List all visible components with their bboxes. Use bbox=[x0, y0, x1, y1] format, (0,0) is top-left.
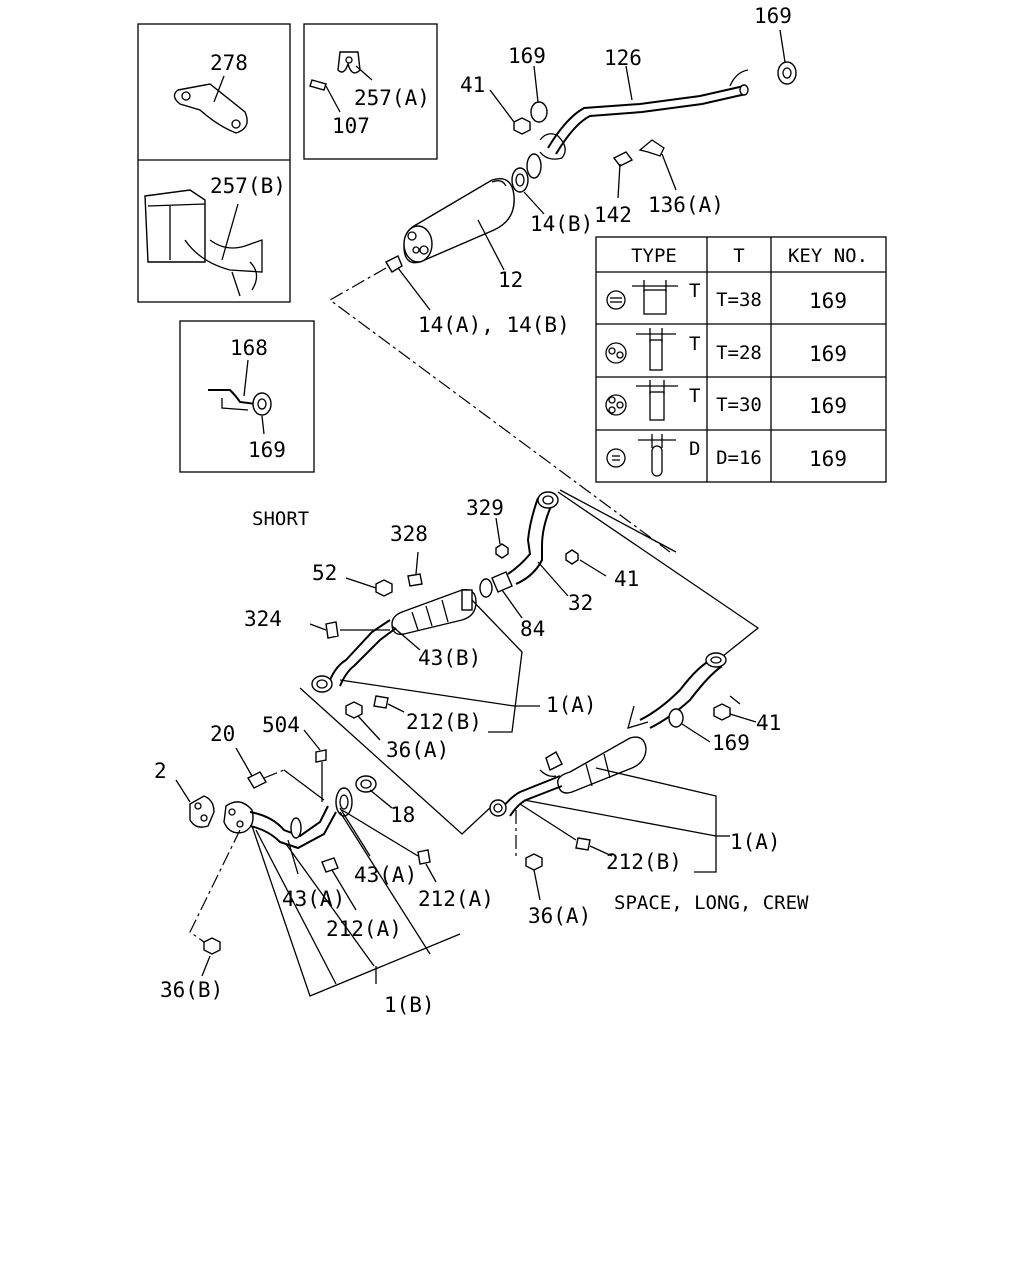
row3-key: 169 bbox=[809, 394, 847, 418]
label-169-inset: 169 bbox=[248, 438, 286, 462]
silencer-short-shape bbox=[391, 589, 477, 635]
label-329: 329 bbox=[466, 496, 504, 520]
row1-key: 169 bbox=[809, 289, 847, 313]
inset-box-gasket-bracket bbox=[137, 23, 291, 303]
label-20: 20 bbox=[210, 722, 235, 746]
label-126: 126 bbox=[604, 46, 642, 70]
label-142: 142 bbox=[594, 203, 632, 227]
long-assembly bbox=[489, 652, 757, 901]
clamp-136a-shape bbox=[638, 139, 665, 157]
label-136a: 136(A) bbox=[648, 193, 724, 217]
label-32: 32 bbox=[568, 591, 593, 615]
label-324: 324 bbox=[244, 607, 282, 631]
label-14ab: 14(A), 14(B) bbox=[418, 313, 570, 337]
label-212a-left: 212(A) bbox=[326, 917, 402, 941]
label-43b: 43(B) bbox=[418, 646, 481, 670]
rubber-type-2-icon bbox=[605, 328, 676, 371]
row2-key: 169 bbox=[809, 342, 847, 366]
label-36b: 36(B) bbox=[160, 978, 223, 1002]
label-36a-short: 36(A) bbox=[386, 738, 449, 762]
gasket-2-shape bbox=[189, 795, 215, 828]
label-2: 2 bbox=[154, 759, 167, 783]
row3-dim: T bbox=[689, 385, 700, 407]
table-header-type: TYPE bbox=[631, 245, 677, 267]
row4-key: 169 bbox=[809, 447, 847, 471]
rubber-spec-table: TYPE T KEY NO. T T T D T=38 T=28 bbox=[595, 236, 887, 483]
label-43a-left: 43(A) bbox=[282, 887, 345, 911]
part-labels: 278 257(B) 257(A) 107 168 169 169 169 12… bbox=[154, 4, 809, 1017]
label-1a-short: 1(A) bbox=[546, 693, 597, 717]
label-41-short: 41 bbox=[614, 567, 639, 591]
label-14b: 14(B) bbox=[530, 212, 593, 236]
row4-value: D=16 bbox=[716, 447, 762, 469]
label-212b-short: 212(B) bbox=[406, 710, 482, 734]
row1-value: T=38 bbox=[716, 289, 762, 311]
assembly-connection-lines bbox=[299, 267, 760, 835]
label-212a-right: 212(A) bbox=[418, 887, 494, 911]
rubber-169-inset-shape bbox=[252, 392, 272, 416]
label-12: 12 bbox=[498, 268, 523, 292]
gasket-278-shape bbox=[173, 83, 248, 134]
label-52: 52 bbox=[312, 561, 337, 585]
label-1b: 1(B) bbox=[384, 993, 435, 1017]
label-278: 278 bbox=[210, 51, 248, 75]
tail-pipe-assembly bbox=[385, 29, 797, 311]
bolt-142-shape bbox=[612, 151, 634, 167]
label-18: 18 bbox=[390, 803, 415, 827]
rubber-type-4-icon bbox=[606, 434, 676, 477]
label-1a-long: 1(A) bbox=[730, 830, 781, 854]
table-header-key-no: KEY NO. bbox=[788, 245, 868, 267]
rubber-169-top-shape bbox=[777, 61, 797, 85]
label-257b: 257(B) bbox=[210, 174, 286, 198]
caption-short: SHORT bbox=[252, 508, 309, 530]
label-41-top: 41 bbox=[460, 73, 485, 97]
caption-long: SPACE, LONG, CREW bbox=[614, 892, 809, 914]
label-169-short: 169 bbox=[712, 731, 750, 755]
short-assembly bbox=[309, 491, 607, 741]
front-pipe-assembly bbox=[175, 729, 461, 997]
bolt-107-shape bbox=[309, 79, 327, 91]
label-169-top: 169 bbox=[754, 4, 792, 28]
table-header-t: T bbox=[733, 245, 744, 267]
label-169-mid: 169 bbox=[508, 44, 546, 68]
inset-box-hanger-257a bbox=[303, 23, 438, 160]
row2-dim: T bbox=[689, 333, 700, 355]
row2-value: T=28 bbox=[716, 342, 762, 364]
label-36a-long: 36(A) bbox=[528, 904, 591, 928]
rubber-type-3-icon bbox=[605, 380, 678, 421]
label-168: 168 bbox=[230, 336, 268, 360]
bracket-257b-frame-shape bbox=[144, 189, 206, 263]
label-107: 107 bbox=[332, 114, 370, 138]
label-212b-long: 212(B) bbox=[606, 850, 682, 874]
inset-box-hanger-168 bbox=[179, 320, 315, 473]
rubber-type-1-icon bbox=[606, 280, 678, 315]
label-43a-right: 43(A) bbox=[354, 863, 417, 887]
label-504: 504 bbox=[262, 713, 300, 737]
silencer-long-shape bbox=[557, 736, 647, 794]
label-84: 84 bbox=[520, 617, 545, 641]
row4-dim: D bbox=[689, 438, 700, 460]
row1-dim: T bbox=[689, 280, 700, 302]
label-328: 328 bbox=[390, 522, 428, 546]
row3-value: T=30 bbox=[716, 394, 762, 416]
label-41-long: 41 bbox=[756, 711, 781, 735]
label-257a: 257(A) bbox=[354, 86, 430, 110]
rubber-169-mid-shape bbox=[530, 101, 548, 123]
